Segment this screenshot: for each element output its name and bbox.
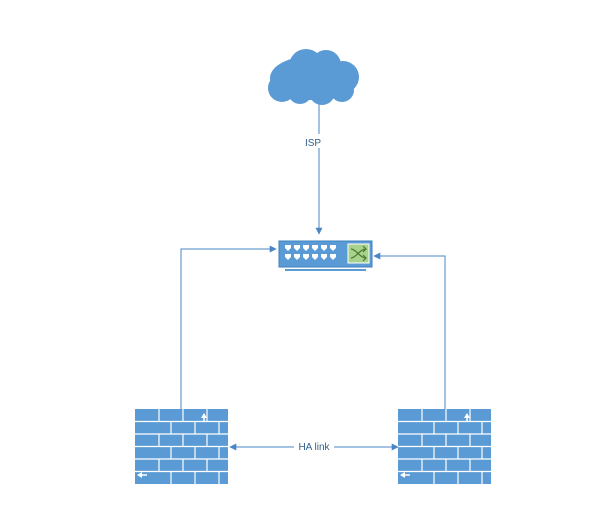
switch-port [312, 245, 318, 251]
switch-port [321, 254, 327, 260]
firewall-right-icon [398, 409, 491, 484]
switch-port [312, 254, 318, 260]
switch-port [285, 254, 291, 260]
switch-ports [285, 245, 336, 260]
arrow-up-icon [464, 413, 470, 422]
switch-port [321, 245, 327, 251]
shuffle-icon [350, 245, 367, 262]
left-uplink [180, 245, 277, 410]
arrow-left-icon [137, 472, 147, 478]
arrow-left-icon [400, 472, 410, 478]
right-uplink [373, 252, 446, 410]
switch-port [294, 254, 300, 260]
switch-port [303, 245, 309, 251]
switch-port [330, 254, 336, 260]
switch-port [330, 245, 336, 251]
switch-icon [278, 240, 373, 271]
ha-link-label: HA link [298, 442, 330, 453]
switch-port [294, 245, 300, 251]
arrow-up-icon [201, 413, 207, 422]
ha-label-bg [294, 441, 334, 453]
isp-label-bg [302, 134, 324, 148]
firewall-left-icon [135, 409, 228, 484]
switch-port [285, 245, 291, 251]
switch-port [303, 254, 309, 260]
isp-label: ISP [305, 138, 321, 149]
cloud-icon [268, 49, 359, 105]
